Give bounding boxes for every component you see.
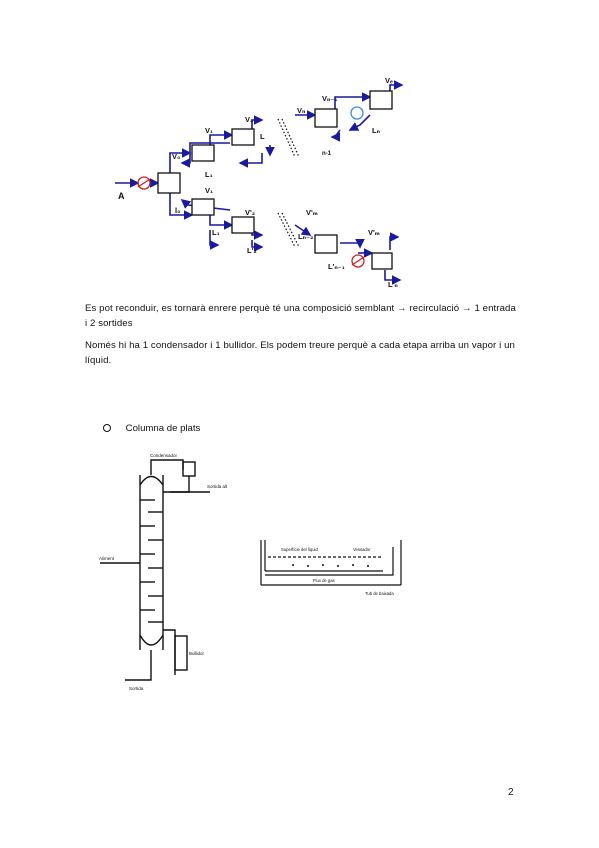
label-v1-up: V₁ — [205, 126, 213, 135]
paragraph-recirculation: Es pot reconduir, es tornarà enrere perq… — [85, 303, 516, 329]
label-vpn2: V'ₘ — [368, 228, 380, 237]
label-vpn: V'ₘ — [306, 208, 318, 217]
label-lpn: L'ₙ — [388, 280, 398, 289]
label-weir: Vessador — [353, 547, 371, 552]
plate-column-diagram: Condensador Sortida alt Aliment Bullidor… — [99, 453, 228, 691]
label-lpn1: L'ₙ₋₁ — [328, 262, 345, 271]
bullet-text: Columna de plats — [125, 423, 201, 434]
label-v1-low: V₁ — [205, 186, 213, 195]
bullet-item: Columna de plats — [103, 423, 200, 434]
label-bottom-out: Sortida — [129, 686, 144, 691]
label-l1-up: L₁ — [205, 170, 213, 179]
label-v2: V₂ — [245, 115, 253, 124]
page-number: 2 — [508, 787, 514, 798]
label-ln2: Lₙ₋₂ — [298, 232, 313, 241]
bullet-circle-icon — [103, 424, 111, 433]
label-v2p: V'₂ — [245, 208, 255, 217]
label-l2p: L'₂ — [247, 246, 257, 255]
label-condenser: Condensador — [150, 453, 178, 458]
label-v0: V₀ — [172, 152, 180, 161]
label-n1: n-1 — [322, 151, 332, 157]
label-l1-low: L₁ — [212, 228, 220, 237]
label-ln: Lₙ — [372, 126, 381, 135]
label-gas-flow: Flux de gas — [313, 578, 335, 583]
label-feed: A — [118, 191, 125, 201]
cascade-diagram: A V₀ V₁ V₂ L L₁ Vₙ₋₁ Vₙ Vₑ Lₙ n-1 l₀ V₁ … — [115, 76, 404, 289]
label-l0: l₀ — [175, 206, 180, 215]
label-vn: Vₙ — [297, 106, 306, 115]
label-top-out: Sortida alt — [207, 484, 228, 489]
label-l-top: L — [260, 132, 265, 141]
label-surface: Superfície del líquid — [281, 547, 318, 552]
plate-detail-diagram: Superfície del líquid Vessador Flux de g… — [260, 540, 402, 596]
paragraph-condenser-boiler: Només hi ha 1 condensador i 1 bullidor. … — [85, 340, 515, 366]
label-tube: Tub de baixada — [365, 591, 394, 596]
label-vn-out: Vₑ — [385, 76, 393, 85]
label-feed: Aliment — [99, 556, 115, 561]
label-reboiler: Bullidor — [189, 651, 205, 656]
label-vn1: Vₙ₋₁ — [322, 94, 337, 103]
